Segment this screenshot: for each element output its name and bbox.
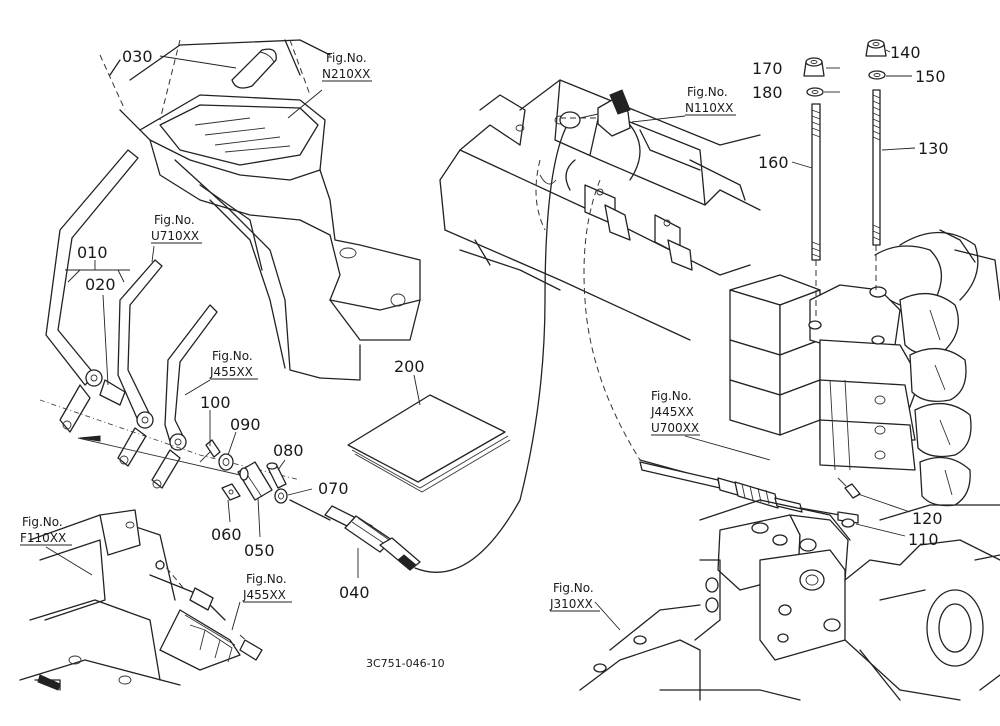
callout-060: 060 (211, 525, 242, 544)
callout-leaders (45, 49, 916, 631)
control-valve (729, 229, 1000, 507)
yoke-050 (237, 461, 273, 501)
pin-080 (266, 462, 287, 489)
callout-180: 180 (752, 83, 783, 102)
callout-040: 040 (339, 583, 370, 602)
cable-040 (289, 119, 571, 573)
figure-references: Fig.No. N210XX Fig.No. U710XX Fig.No. J4… (20, 51, 736, 612)
callout-160: 160 (758, 153, 789, 172)
fig-label: Fig.No. (326, 51, 367, 65)
fig-ref-j455-upper: J455XX (209, 365, 253, 379)
callout-labels: 030 010 020 100 090 080 070 060 050 040 … (77, 43, 949, 602)
washer-090 (218, 453, 234, 471)
callout-080: 080 (273, 441, 304, 460)
washer-180 (806, 87, 824, 97)
fig-ref-u710: U710XX (151, 229, 199, 243)
bolt-160 (811, 103, 821, 320)
callout-090: 090 (230, 415, 261, 434)
nut-140 (865, 39, 887, 57)
bracket-f110 (19, 509, 263, 691)
callout-110: 110 (908, 530, 939, 549)
fig-label: Fig.No. (22, 515, 63, 529)
callout-050: 050 (244, 541, 275, 560)
fig-ref-j445: J445XX (650, 405, 694, 419)
callout-070: 070 (318, 479, 349, 498)
fig-ref-u700: U700XX (651, 421, 699, 435)
callout-100: 100 (200, 393, 231, 412)
fig-label: Fig.No. (687, 85, 728, 99)
callout-130: 130 (918, 139, 949, 158)
bolt-130 (872, 89, 881, 290)
knob-030 (231, 48, 277, 89)
fig-label: Fig.No. (651, 389, 692, 403)
callout-010: 010 (77, 243, 108, 262)
fig-ref-n210: N210XX (322, 67, 370, 81)
drawing-number: 3C751-046-10 (366, 657, 445, 670)
fig-label: Fig.No. (553, 581, 594, 595)
fig-label: Fig.No. (246, 572, 287, 586)
pump-j310 (579, 499, 1000, 701)
clip-120 (837, 477, 861, 499)
washer-070 (274, 488, 288, 504)
fig-ref-f110: F110XX (20, 531, 66, 545)
lever-020 (117, 259, 163, 467)
callout-140: 140 (890, 43, 921, 62)
fig-label: Fig.No. (154, 213, 195, 227)
washer-150 (868, 70, 886, 80)
callout-150: 150 (915, 67, 946, 86)
lever-j455 (151, 304, 218, 489)
fitting-n110 (560, 89, 641, 181)
callout-030: 030 (122, 47, 153, 66)
manual-200 (347, 394, 511, 493)
fig-label: Fig.No. (212, 349, 253, 363)
lever-010 (45, 149, 139, 433)
nut-060 (221, 483, 241, 501)
fig-ref-j455-lower: J455XX (242, 588, 286, 602)
fig-ref-j310: J310XX (549, 597, 593, 611)
fig-ref-n110: N110XX (685, 101, 733, 115)
callout-020: 020 (85, 275, 116, 294)
fender-housing (99, 39, 421, 381)
callout-200: 200 (394, 357, 425, 376)
washer-110 (841, 518, 855, 528)
callout-120: 120 (912, 509, 943, 528)
callout-170: 170 (752, 59, 783, 78)
center-frame (439, 79, 761, 341)
nut-170 (803, 57, 825, 77)
